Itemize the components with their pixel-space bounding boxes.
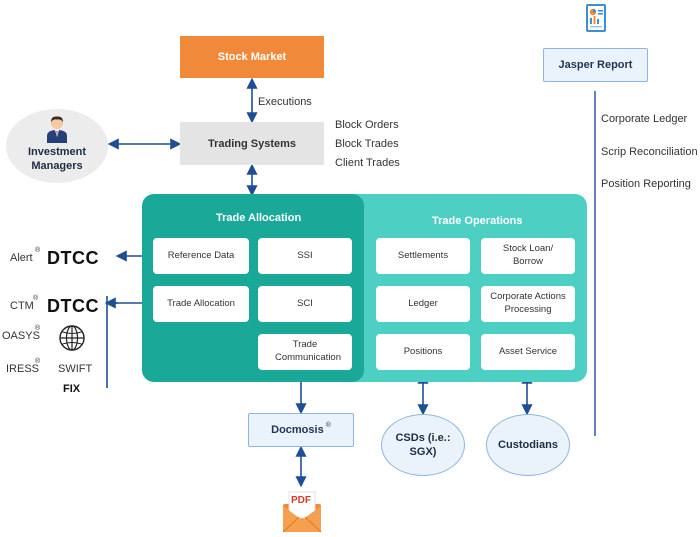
custodians-label: Custodians [498, 439, 558, 451]
iress-reg-mark: ® [35, 358, 41, 365]
oasys-reg-mark: ® [35, 325, 41, 332]
pdf-envelope-icon: PDF [281, 486, 323, 533]
stock-market-label: Stock Market [217, 51, 287, 63]
investment-managers-node: Investment Managers [6, 109, 108, 183]
stock-loan-box: Stock Loan/ Borrow [481, 238, 575, 274]
reference-data-label: Reference Data [167, 249, 235, 261]
ctm-reg-mark: ® [33, 295, 39, 302]
report-item-position-reporting: Position Reporting [601, 178, 691, 190]
jasper-report-box: Jasper Report [543, 48, 648, 82]
trade-communication-box: Trade Communication [258, 334, 352, 370]
order-type-block-orders: Block Orders [335, 119, 399, 131]
sci-box: SCI [258, 286, 352, 322]
stock-market-box: Stock Market [180, 36, 324, 78]
ssi-label: SSI [297, 249, 313, 261]
csds-node: CSDs (i.e.: SGX) [381, 414, 465, 476]
settlements-box: Settlements [376, 238, 470, 274]
person-icon [45, 115, 69, 143]
csds-label: CSDs (i.e.: SGX) [395, 432, 451, 458]
globe-icon [58, 324, 86, 352]
docmosis-box: Docmosis ® [248, 413, 354, 447]
report-item-corporate-ledger: Corporate Ledger [601, 113, 688, 125]
corporate-actions-box: Corporate Actions Processing [481, 286, 575, 322]
asset-service-box: Asset Service [481, 334, 575, 370]
order-type-client-trades: Client Trades [335, 157, 400, 169]
positions-box: Positions [376, 334, 470, 370]
trade-communication-label: Trade Communication [275, 339, 341, 363]
ctm-label: CTM [10, 300, 34, 312]
reference-data-box: Reference Data [153, 238, 249, 274]
alert-label: Alert [10, 252, 33, 264]
corporate-actions-label: Corporate Actions Processing [490, 291, 566, 315]
trading-systems-label: Trading Systems [207, 137, 297, 150]
trade-allocation-label: Trade Allocation [167, 297, 235, 309]
oasys-row: OASYS ® [2, 324, 102, 352]
settlements-label: Settlements [397, 249, 449, 261]
ctm-dtcc-row: CTM ® DTCC [8, 294, 108, 316]
asset-service-label: Asset Service [498, 345, 558, 357]
ledger-label: Ledger [408, 297, 438, 309]
alert-reg-mark: ® [35, 247, 41, 254]
docmosis-label: Docmosis [271, 424, 324, 436]
trading-systems-box: Trading Systems [180, 122, 324, 165]
custodians-node: Custodians [486, 414, 570, 476]
ssi-box: SSI [258, 238, 352, 274]
iress-label: IRESS [6, 363, 40, 375]
trade-operations-title: Trade Operations [432, 215, 523, 227]
iress-swift-row: IRESS ® SWIFT [6, 358, 106, 378]
report-item-scrip-reconciliation: Scrip Reconciliation [601, 146, 698, 158]
trade-allocation-title: Trade Allocation [216, 212, 302, 224]
positions-label: Positions [403, 345, 443, 357]
jasper-report-label: Jasper Report [558, 59, 633, 71]
stock-loan-label: Stock Loan/ Borrow [502, 243, 554, 267]
ledger-box: Ledger [376, 286, 470, 322]
dtcc-logo-alert: DTCC [47, 248, 99, 268]
docmosis-reg-mark: ® [325, 422, 331, 429]
sci-label: SCI [297, 297, 313, 309]
trade-allocation-box: Trade Allocation [153, 286, 249, 322]
fix-label: FIX [63, 383, 81, 395]
order-type-block-trades: Block Trades [335, 138, 399, 150]
dtcc-logo-ctm: DTCC [47, 296, 99, 316]
alert-dtcc-row: Alert ® DTCC [10, 246, 110, 268]
executions-label: Executions [258, 96, 312, 108]
oasys-label: OASYS [2, 330, 40, 342]
pdf-label: PDF [291, 495, 311, 506]
swift-label: SWIFT [58, 363, 93, 375]
report-icon [582, 2, 610, 36]
investment-managers-label: Investment Managers [27, 146, 87, 172]
